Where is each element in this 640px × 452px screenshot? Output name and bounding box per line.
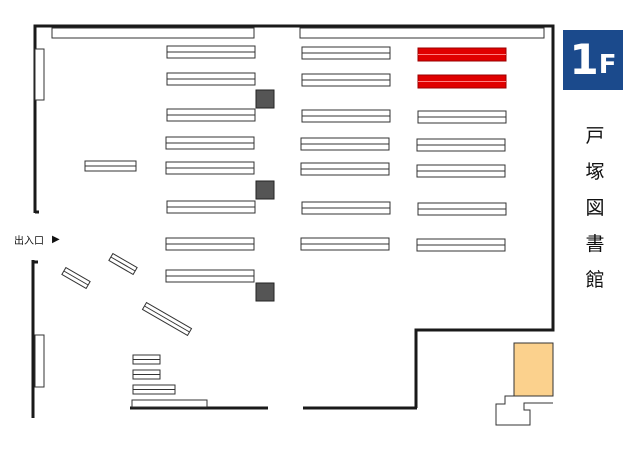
library-name-char: 館 (585, 269, 605, 291)
shelf-column-a (165, 45, 256, 283)
service-room (495, 342, 554, 426)
shelf-column-b (300, 46, 391, 251)
pillar (255, 282, 275, 302)
wall-shelf (51, 27, 255, 39)
floor-letter: F (598, 50, 617, 80)
wall-shelf (34, 48, 45, 101)
room-area (513, 342, 554, 397)
pillars (255, 89, 275, 302)
pillar (255, 180, 275, 200)
entrance-area-shelves (61, 160, 208, 408)
library-name-char: 書 (585, 233, 605, 255)
wall-shelf (34, 334, 45, 388)
entrance-text: 出入口 (14, 236, 44, 247)
wall-shelf (299, 27, 545, 39)
entrance-label: 出入口 ▶ (14, 232, 60, 247)
floor-number: 1 (569, 35, 599, 84)
library-name: 戸 塚 図 書 館 (580, 118, 610, 298)
entrance-arrow-icon: ▶ (52, 234, 60, 245)
stair-outline (495, 343, 553, 426)
library-name-char: 図 (585, 197, 605, 219)
pillar (255, 89, 275, 109)
wall-shelves (34, 27, 545, 388)
library-name-char: 塚 (585, 161, 605, 183)
shelf-column-c (416, 47, 507, 252)
wall-counter (131, 399, 208, 408)
library-name-char: 戸 (585, 125, 605, 147)
